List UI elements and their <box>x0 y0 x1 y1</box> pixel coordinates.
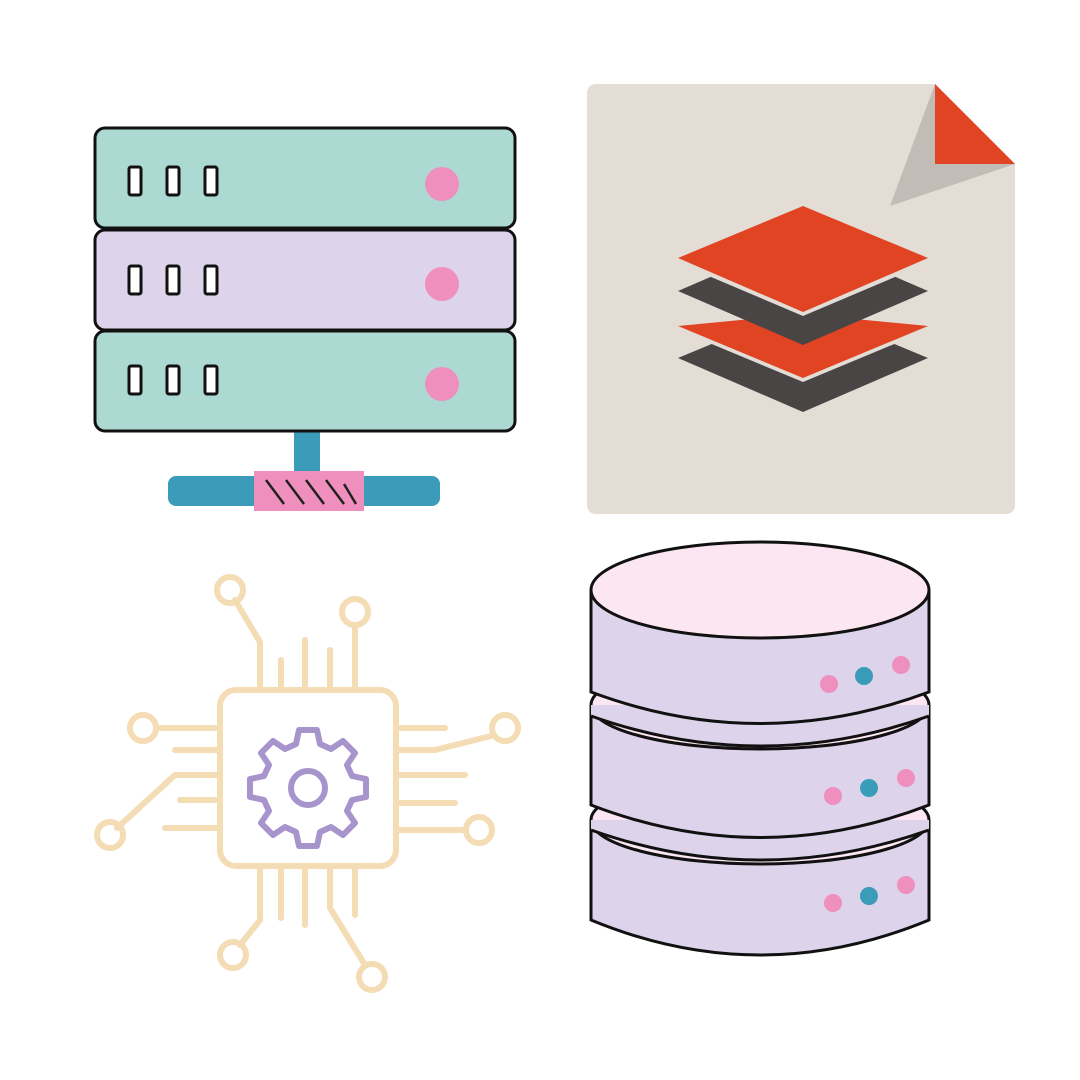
cpu-chip-gear-icon <box>85 560 535 1010</box>
status-lights <box>820 656 915 912</box>
server-rack-icon <box>80 110 540 530</box>
layers-file-icon <box>585 80 1017 516</box>
gear-icon <box>247 727 369 849</box>
server-unit <box>93 329 517 433</box>
server-unit <box>93 126 517 230</box>
server-unit <box>93 228 517 332</box>
database-cylinder-icon <box>575 530 945 970</box>
